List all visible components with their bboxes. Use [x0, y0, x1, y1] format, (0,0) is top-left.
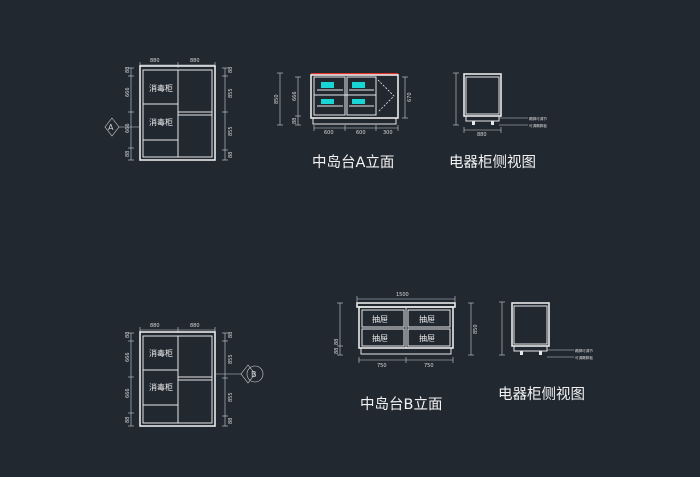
side-view-b: 踢脚可调节 可调踢脚板 电器柜侧视图	[498, 301, 593, 403]
section-marker-a: A	[104, 117, 140, 137]
plan-b-right-dim-3: 855	[228, 392, 234, 402]
elev-a-right-dim: 670	[407, 92, 413, 102]
plan-a-right-dim-2: 855	[228, 88, 234, 98]
elev-b-drawer-3: 抽屉	[372, 333, 388, 343]
elev-b-drawer-2: 抽屉	[419, 314, 435, 324]
marker-a-label: A	[108, 123, 114, 132]
plan-a-right-dim-1: 88	[228, 67, 234, 73]
side-b-note-2: 可调踢脚板	[575, 355, 593, 360]
plan-b-top-dim-2: 880	[190, 323, 200, 329]
plan-a-compartment-1: 消毒柜	[149, 83, 173, 93]
elev-a-left-dim-1: 666	[292, 91, 298, 101]
plan-b-right-dim-1: 88	[228, 332, 234, 338]
plan-b: 880 880 88 666 666 88 88 855 855 88 消毒柜 …	[125, 323, 264, 427]
elev-a-bottom-dim-2: 600	[356, 130, 366, 136]
plan-b-left-dim-3: 666	[125, 388, 131, 398]
plan-a-right-dim-4: 88	[228, 152, 234, 158]
elev-b-left-dim-2: 88	[334, 348, 340, 354]
side-view-a: 880 踢脚可调节 可调踢脚板 电器柜侧视图	[449, 72, 547, 171]
side-a-bottom-dim: 880	[477, 132, 487, 138]
elev-b-bottom-dim-2: 750	[424, 363, 434, 369]
plan-b-left-dim-4: 88	[125, 417, 131, 423]
elev-a-height-dim: 850	[274, 94, 280, 104]
plan-a-left-dim-3: 666	[125, 123, 131, 133]
plan-b-right-dim-4: 88	[228, 418, 234, 424]
plan-b-left-dim-1: 88	[125, 332, 131, 338]
side-a-caption: 电器柜侧视图	[449, 154, 536, 171]
elev-a-bottom-dim-1: 600	[324, 130, 334, 136]
plan-a-left-dim-1: 88	[125, 67, 131, 73]
plan-a-top-dim-1: 880	[150, 58, 160, 64]
section-marker-b: B	[215, 364, 264, 384]
plan-a-compartment-2: 消毒柜	[149, 117, 173, 127]
elev-a-caption: 中岛台A立面	[312, 154, 394, 171]
plan-a-left-dim-4: 88	[125, 151, 131, 157]
side-b-note-1: 踢脚可调节	[575, 348, 593, 353]
elev-a-bottom-dim-3: 300	[383, 130, 393, 136]
plan-b-top-dim-1: 880	[150, 323, 160, 329]
plan-b-right-dim-2: 855	[228, 354, 234, 364]
elev-b-drawer-4: 抽屉	[419, 333, 435, 343]
elev-b-bottom-dim-1: 750	[377, 363, 387, 369]
plan-b-left-dim-2: 666	[125, 352, 131, 362]
side-a-note-1: 踢脚可调节	[529, 116, 547, 121]
side-a-note-2: 可调踢脚板	[529, 123, 547, 128]
plan-b-compartment-1: 消毒柜	[149, 348, 173, 358]
plan-a-top-dim-2: 880	[190, 58, 200, 64]
elevation-b: 1500 88 88 850 抽屉 抽屉 抽屉 抽屉 750 750 中岛台B立…	[334, 292, 479, 413]
plan-a-left-dim-2: 666	[125, 87, 131, 97]
elev-a-left-dim-2: 88	[292, 118, 298, 124]
marker-b-label: B	[251, 370, 257, 379]
elev-b-left-dim-1: 88	[334, 339, 340, 345]
elev-b-top-dim: 1500	[396, 292, 409, 298]
elev-b-caption: 中岛台B立面	[360, 396, 442, 413]
plan-b-compartment-2: 消毒柜	[149, 382, 173, 392]
plan-a: 880 880 88 666 666 88 88 855 855 88 消毒柜 …	[104, 58, 234, 161]
elevation-a: 850 666 88 670 600 600 300	[274, 72, 413, 171]
elev-b-height-dim: 850	[473, 324, 479, 334]
plan-a-right-dim-3: 855	[228, 126, 234, 136]
side-b-caption: 电器柜侧视图	[498, 386, 585, 403]
elev-b-drawer-1: 抽屉	[372, 314, 388, 324]
